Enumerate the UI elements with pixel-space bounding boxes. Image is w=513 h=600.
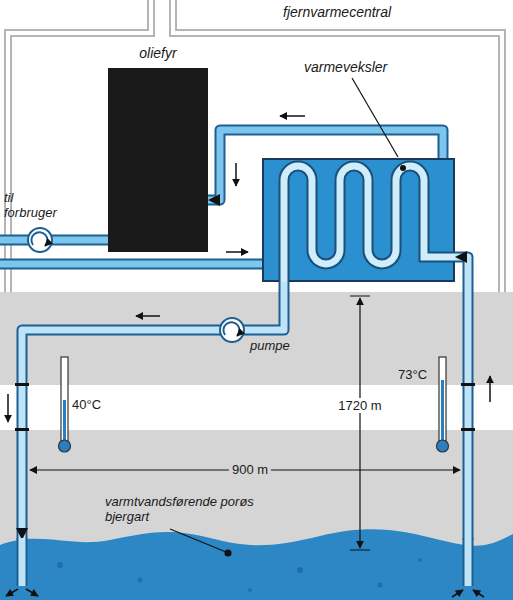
thermometer-symbol — [59, 357, 449, 452]
leader-dot — [400, 165, 406, 171]
heat-exchanger: varmeveksler — [262, 158, 455, 282]
rock-texture — [57, 558, 422, 592]
exchanger-coil — [262, 158, 455, 282]
coil-tube — [284, 166, 455, 282]
aquifer-layer: varmtvandsførende porøs bjergart — [0, 540, 513, 600]
ground — [0, 292, 513, 600]
depth-dimension: 1720 m — [335, 398, 384, 413]
pump-label: pumpe — [250, 338, 290, 353]
node-label: oliefyr — [108, 46, 208, 61]
temperature-label: 40°C — [72, 397, 101, 412]
temperature-label: 73°C — [398, 367, 427, 382]
break-marks — [15, 383, 475, 431]
node-label: fjernvarmecentral — [283, 5, 391, 20]
node-label: varmtvandsførende porøs bjergart — [105, 494, 270, 524]
building-outline — [5, 0, 505, 292]
district-heating-plant: oliefyrvarmevekslerfjernvarmecentral — [5, 30, 505, 292]
pipe-connector — [22, 282, 284, 540]
coil-outline — [284, 166, 455, 282]
dimension-lines — [30, 296, 460, 550]
oil-burner: oliefyr — [108, 68, 208, 252]
aquifer-rock — [0, 529, 513, 600]
pipe-outline — [455, 257, 468, 540]
flow-arrows — [6, 116, 490, 597]
consumer-label: til forbruger — [4, 190, 66, 220]
pipe-outline — [22, 282, 284, 540]
distance-dimension: 900 m — [229, 462, 271, 477]
depth-break-band — [0, 385, 513, 430]
pipe-connector — [455, 257, 468, 540]
node-label: varmeveksler — [304, 60, 387, 75]
well-bottoms — [22, 538, 468, 586]
